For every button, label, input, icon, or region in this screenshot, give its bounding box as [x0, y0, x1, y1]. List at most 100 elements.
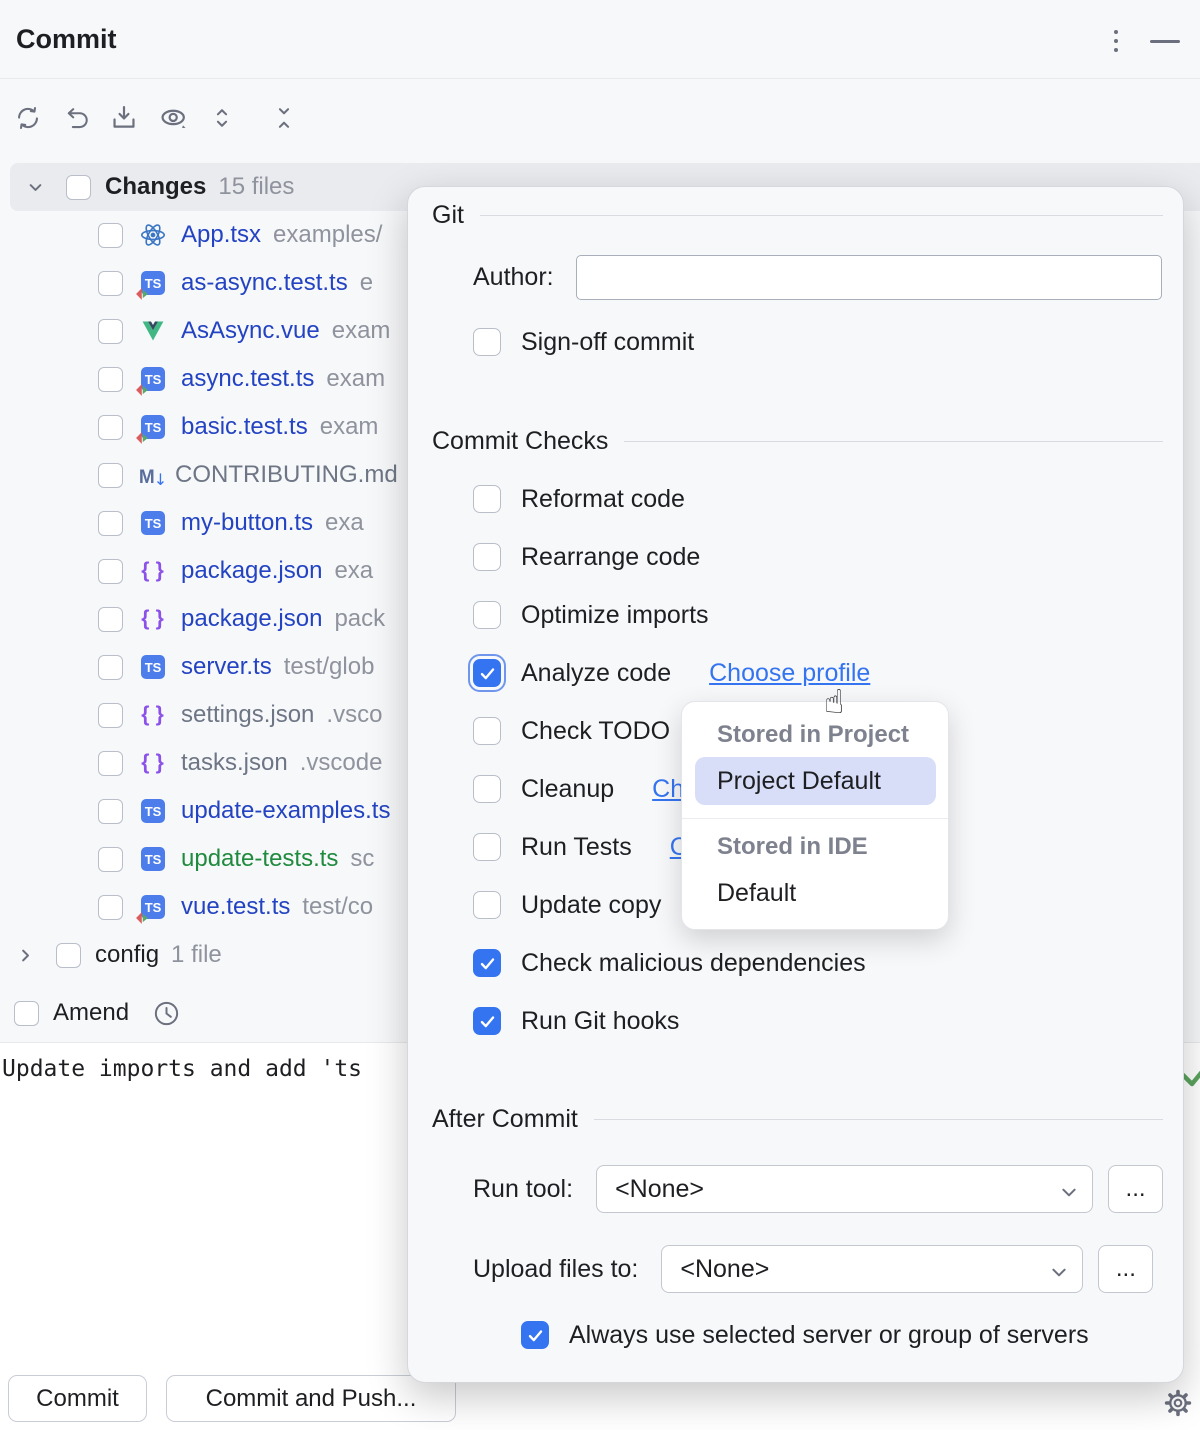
changes-checkbox[interactable]	[66, 174, 91, 200]
table-row[interactable]: { } settings.json .vsco	[0, 691, 1200, 739]
config-group-row[interactable]: config 1 file	[0, 931, 1200, 979]
file-checkbox[interactable]	[98, 846, 123, 872]
file-name: basic.test.ts	[181, 413, 308, 440]
file-checkbox[interactable]	[98, 654, 123, 680]
always-use-server-checkbox[interactable]	[521, 1321, 549, 1349]
file-checkbox[interactable]	[98, 270, 123, 296]
table-row[interactable]: TS my-button.ts exa	[0, 499, 1200, 547]
run-tool-row: Run tool: <None> ...	[473, 1165, 1164, 1213]
check-row: Analyze code Choose profile	[468, 654, 871, 692]
shelve-icon[interactable]	[106, 100, 142, 136]
table-row[interactable]: TS as-async.test.ts e	[0, 259, 1200, 307]
optimize-imports-checkbox[interactable]	[473, 601, 501, 629]
commit-and-push-button[interactable]: Commit and Push...	[166, 1375, 456, 1422]
always-use-server-row: Always use selected server or group of s…	[521, 1320, 1089, 1350]
file-path: .vscode	[299, 749, 383, 776]
file-path: test/co	[302, 893, 374, 920]
table-row[interactable]: TS basic.test.ts exam	[0, 403, 1200, 451]
changes-file-count: 15 files	[218, 173, 295, 200]
reformat-checkbox[interactable]	[473, 485, 501, 513]
file-checkbox[interactable]	[98, 366, 123, 392]
preview-diff-icon[interactable]	[156, 100, 192, 136]
file-checkbox[interactable]	[98, 894, 123, 920]
chevron-down-icon[interactable]	[22, 181, 48, 194]
file-checkbox[interactable]	[98, 462, 123, 488]
file-name: package.json	[181, 557, 323, 584]
table-row[interactable]: { } package.json pack	[0, 595, 1200, 643]
file-name: package.json	[181, 605, 323, 632]
upload-files-row: Upload files to: <None> ...	[473, 1245, 1154, 1293]
check-malicious-checkbox[interactable]	[473, 949, 501, 977]
cleanup-checkbox[interactable]	[473, 775, 501, 803]
table-row[interactable]: TS async.test.ts exam	[0, 355, 1200, 403]
signoff-checkbox[interactable]	[473, 328, 501, 356]
table-row[interactable]: TS vue.test.ts test/co	[0, 883, 1200, 931]
file-path: test/glob	[283, 653, 375, 680]
table-row[interactable]: M↓ CONTRIBUTING.md	[0, 451, 1200, 499]
expand-all-icon[interactable]	[204, 100, 240, 136]
window-title: Commit	[16, 24, 117, 54]
table-row[interactable]: AsAsync.vue exam	[0, 307, 1200, 355]
check-row: Rearrange code	[473, 542, 700, 572]
history-clock-icon[interactable]	[151, 998, 182, 1029]
run-git-hooks-checkbox[interactable]	[473, 1007, 501, 1035]
table-row[interactable]: TS update-examples.ts	[0, 787, 1200, 835]
run-tool-select[interactable]: <None>	[596, 1165, 1094, 1213]
commit-button[interactable]: Commit	[8, 1375, 147, 1422]
collapse-all-icon[interactable]	[266, 100, 302, 136]
upload-files-label: Upload files to:	[473, 1254, 639, 1283]
config-checkbox[interactable]	[56, 942, 81, 968]
analyze-code-checkbox[interactable]	[468, 654, 506, 692]
update-copyright-checkbox[interactable]	[473, 891, 501, 919]
upload-files-select[interactable]: <None>	[661, 1245, 1084, 1293]
menu-item-default[interactable]: Default	[717, 879, 797, 907]
file-path: exam	[326, 365, 386, 392]
refresh-icon[interactable]	[10, 100, 46, 136]
table-row[interactable]: App.tsx examples/	[0, 211, 1200, 259]
amend-checkbox[interactable]	[14, 1000, 39, 1026]
table-row[interactable]: { } package.json exa	[0, 547, 1200, 595]
file-name: tasks.json	[181, 749, 288, 776]
ts-file-icon: TS	[139, 845, 167, 873]
options-menu-icon[interactable]	[1104, 26, 1128, 56]
rearrange-checkbox[interactable]	[473, 543, 501, 571]
run-tool-more-button[interactable]: ...	[1108, 1165, 1164, 1213]
check-todo-checkbox[interactable]	[473, 717, 501, 745]
file-checkbox[interactable]	[98, 606, 123, 632]
undo-icon[interactable]	[60, 100, 96, 136]
hide-window-icon[interactable]	[1150, 40, 1180, 43]
file-checkbox[interactable]	[98, 702, 123, 728]
run-tool-label: Run tool:	[473, 1174, 574, 1203]
upload-files-more-button[interactable]: ...	[1098, 1245, 1154, 1293]
signoff-label: Sign-off commit	[521, 327, 695, 356]
check-row: Check malicious dependencies	[473, 948, 866, 978]
json-file-icon: { }	[141, 559, 165, 582]
run-tests-checkbox[interactable]	[473, 833, 501, 861]
file-name: update-examples.ts	[181, 797, 391, 824]
file-checkbox[interactable]	[98, 558, 123, 584]
file-checkbox[interactable]	[98, 414, 123, 440]
file-checkbox[interactable]	[98, 510, 123, 536]
ts-file-icon: TS	[139, 653, 167, 681]
check-row: Update copy	[473, 890, 661, 920]
table-row[interactable]: TS update-tests.ts sc	[0, 835, 1200, 883]
json-file-icon: { }	[141, 703, 165, 726]
table-row[interactable]: { } tasks.json .vscode	[0, 739, 1200, 787]
menu-item-project-default[interactable]: Project Default	[695, 757, 936, 805]
ts-test-file-icon: TS	[136, 893, 167, 924]
check-row: Cleanup Ch	[473, 774, 684, 804]
table-row[interactable]: TS server.ts test/glob	[0, 643, 1200, 691]
gear-icon[interactable]	[1158, 1383, 1198, 1423]
file-name: App.tsx	[181, 221, 262, 248]
cleanup-profile-link[interactable]: Ch	[652, 774, 685, 803]
choose-profile-link[interactable]: Choose profile	[709, 658, 871, 687]
commit-message-input[interactable]: Update imports and add 'ts	[2, 1056, 363, 1082]
file-checkbox[interactable]	[98, 318, 123, 344]
file-checkbox[interactable]	[98, 798, 123, 824]
file-path: exam	[331, 317, 391, 344]
file-checkbox[interactable]	[98, 222, 123, 248]
file-checkbox[interactable]	[98, 750, 123, 776]
chevron-right-icon[interactable]	[12, 948, 38, 963]
author-input[interactable]	[575, 255, 1162, 300]
react-file-icon	[139, 221, 167, 249]
